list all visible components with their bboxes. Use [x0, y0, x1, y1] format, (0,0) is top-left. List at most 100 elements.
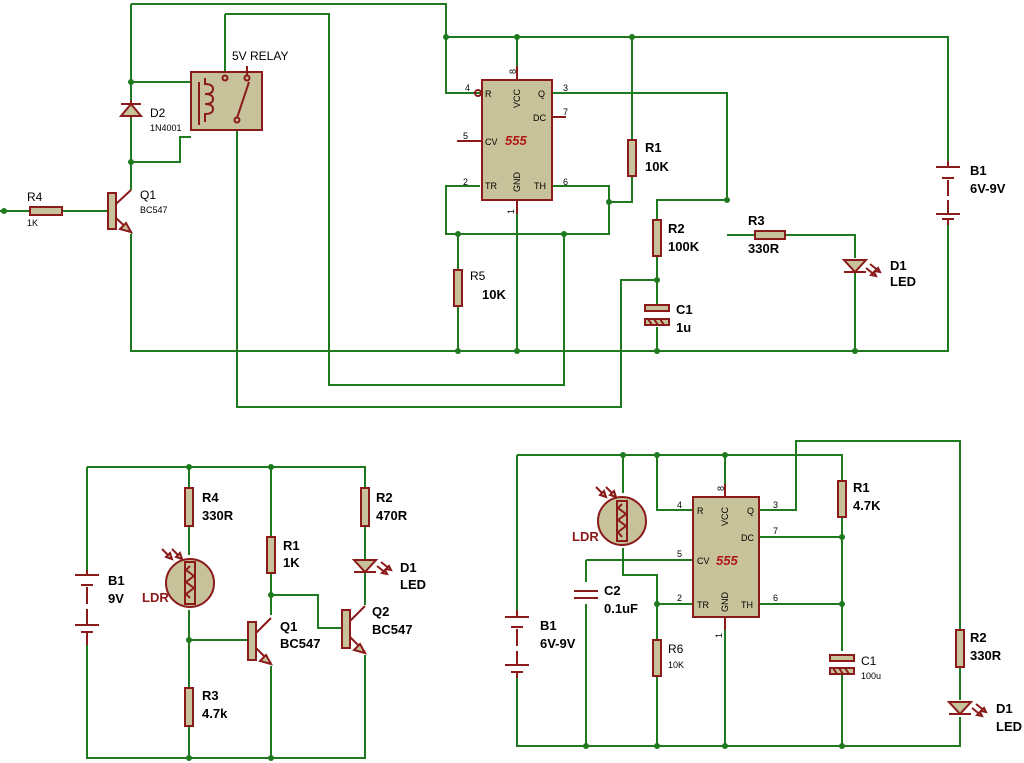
circuit1-wires — [0, 3, 949, 408]
c3-r2-value: 330R — [970, 648, 1002, 663]
c2-q1-value: BC547 — [280, 636, 320, 651]
c3-r2-ref: R2 — [970, 630, 987, 645]
led-d1: D1 LED — [841, 258, 916, 289]
ic2-pin-tr: TR — [697, 600, 709, 610]
c3-c2-value: 0.1uF — [604, 601, 638, 616]
ic1-pinnum-5: 5 — [463, 131, 468, 141]
ic1-pinnum-7: 7 — [563, 107, 568, 117]
c2-d1-value: LED — [400, 577, 426, 592]
ic1-pin-th: TH — [534, 181, 546, 191]
ic2-pin-r: R — [697, 506, 704, 516]
ic1-pin-tr: TR — [485, 181, 497, 191]
d2-value: 1N4001 — [150, 123, 182, 133]
r3-ref: R3 — [748, 213, 765, 228]
capacitor-c2-c3: C2 0.1uF — [574, 583, 638, 616]
ic1-pin-gnd: GND — [512, 172, 522, 193]
c2-b1-ref: B1 — [108, 573, 125, 588]
circuit-relay-timer: 5V RELAY D2 1N4001 Q1 BC547 R4 1K R VCC … — [0, 3, 1006, 408]
ldr-c2: LDR — [142, 548, 215, 608]
r3-value: 330R — [748, 241, 780, 256]
c3-b1-ref: B1 — [540, 618, 557, 633]
b1-ref: B1 — [970, 163, 987, 178]
ic2-pinnum-5: 5 — [677, 549, 682, 559]
ic2-pinnum-8: 8 — [716, 486, 726, 491]
c2-r4-value: 330R — [202, 508, 234, 523]
capacitor-c1: C1 1u — [644, 302, 693, 335]
c3-r6-ref: R6 — [668, 642, 684, 656]
c2-r1-value: 1K — [283, 555, 300, 570]
ic2-pinnum-3: 3 — [773, 500, 778, 510]
c3-c1-value: 100u — [861, 671, 881, 681]
battery-b1: B1 6V-9V — [936, 161, 1006, 225]
c2-r3-value: 4.7k — [202, 706, 228, 721]
ic2-pin-cv: CV — [697, 556, 710, 566]
battery-b1-c3: B1 6V-9V — [505, 610, 576, 678]
c2-r2-ref: R2 — [376, 490, 393, 505]
led-d1-c2: D1 LED — [351, 559, 426, 592]
c3-r6-value: 10K — [668, 660, 684, 670]
b1-value: 6V-9V — [970, 181, 1006, 196]
d2-ref: D2 — [150, 106, 166, 120]
c2-r2-value: 470R — [376, 508, 408, 523]
c2-b1-value: 9V — [108, 591, 124, 606]
ldr-c3: LDR — [572, 486, 647, 546]
relay-label: 5V RELAY — [232, 49, 288, 63]
ic2-name: 555 — [716, 553, 738, 568]
c3-r1-value: 4.7K — [853, 498, 881, 513]
ic2-pin-dc: DC — [741, 533, 754, 543]
circuit3-wires — [516, 440, 961, 747]
circuit-ldr-transistor: B1 9V R4 330R LDR R3 4.7k R1 1K Q1 BC547 — [75, 464, 426, 761]
relay-component: 5V RELAY — [190, 49, 288, 131]
resistor-r3-c2: R3 4.7k — [184, 687, 228, 727]
r1-ref: R1 — [645, 140, 662, 155]
c2-d1-ref: D1 — [400, 560, 417, 575]
c3-d1-value: LED — [996, 719, 1022, 734]
ic1-pinnum-1: 1 — [506, 209, 516, 214]
led-d1-c3: D1 LED — [946, 701, 1022, 734]
c2-r1-ref: R1 — [283, 538, 300, 553]
ic2-pin-q: Q — [747, 506, 754, 516]
resistor-r1-c3: R1 4.7K — [837, 480, 881, 518]
ic2-pinnum-4: 4 — [677, 500, 682, 510]
ic1-pinnum-6: 6 — [563, 177, 568, 187]
ic1-pinnum-2: 2 — [463, 177, 468, 187]
resistor-r1: R1 10K — [627, 139, 669, 177]
c2-r4-ref: R4 — [202, 490, 219, 505]
c3-d1-ref: D1 — [996, 701, 1013, 716]
circuit3-junctions — [583, 452, 845, 749]
transistor-q1: Q1 BC547 — [107, 188, 168, 234]
ic1-name: 555 — [505, 133, 527, 148]
ic2-pinnum-2: 2 — [677, 593, 682, 603]
resistor-r3: R3 330R — [748, 213, 786, 256]
transistor-q1-c2: Q1 BC547 — [247, 617, 320, 666]
q1-value: BC547 — [140, 205, 168, 215]
ic1-pin-cv: CV — [485, 137, 498, 147]
c3-ldr-label: LDR — [572, 529, 599, 544]
ic1-pinnum-8: 8 — [508, 69, 518, 74]
c3-c1-ref: C1 — [861, 654, 877, 668]
battery-b1-c2: B1 9V — [75, 570, 125, 645]
d1-ref: D1 — [890, 258, 907, 273]
c2-q1-ref: Q1 — [280, 619, 297, 634]
c3-c2-ref: C2 — [604, 583, 621, 598]
c2-r3-ref: R3 — [202, 688, 219, 703]
r1-value: 10K — [645, 159, 669, 174]
resistor-r5: R5 10K — [453, 269, 506, 307]
capacitor-c1-c3: C1 100u — [829, 654, 881, 681]
c3-r1-ref: R1 — [853, 480, 870, 495]
ic1-pin-dc: DC — [533, 113, 546, 123]
r2-ref: R2 — [668, 221, 685, 236]
resistor-r1-c2: R1 1K — [266, 536, 300, 574]
c3-b1-value: 6V-9V — [540, 636, 576, 651]
transistor-q2-c2: Q2 BC547 — [341, 604, 412, 655]
ic2-pinnum-6: 6 — [773, 593, 778, 603]
d1-value: LED — [890, 274, 916, 289]
resistor-r2: R2 100K — [652, 219, 700, 257]
ic2-pin-th: TH — [741, 600, 753, 610]
circuit-ldr-555: B1 6V-9V LDR C2 0.1uF R6 10K R VCC Q DC … — [505, 440, 1022, 749]
circuit2-wires — [86, 466, 366, 759]
c1-ref: C1 — [676, 302, 693, 317]
ic1-pinnum-3: 3 — [563, 83, 568, 93]
r5-ref: R5 — [470, 269, 486, 283]
